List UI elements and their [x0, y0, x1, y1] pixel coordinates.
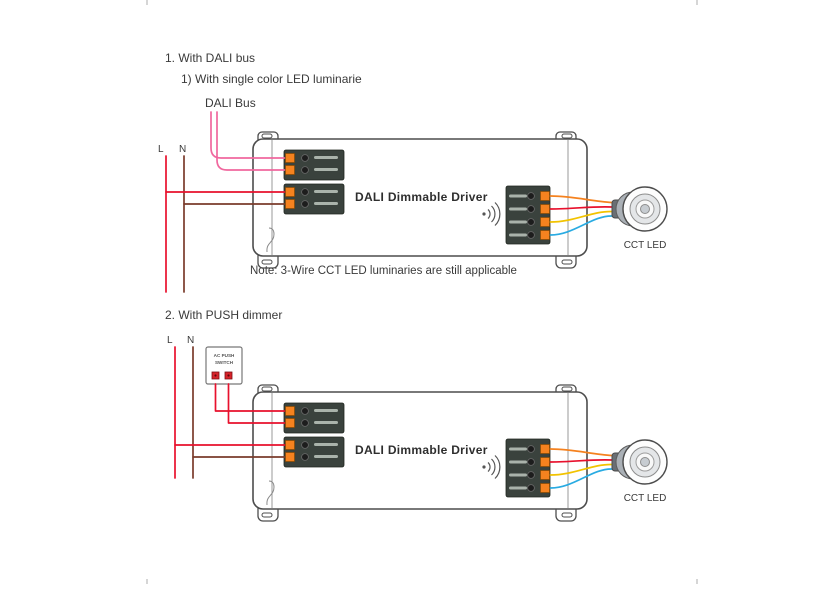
section1-title: 1. With DALI bus: [165, 51, 255, 65]
section-dali-bus: 1. With DALI bus 1) With single color LE…: [158, 51, 668, 293]
output-wire-red-2: [549, 458, 613, 463]
section-push-dimmer: 2. With PUSH dimmer L N AC PUSH SWITCH D…: [165, 308, 668, 522]
dali-wire-2: [216, 111, 286, 171]
cct-led-label-1: CCT LED: [624, 240, 667, 251]
output-wire-blue-2: [549, 468, 613, 489]
cct-led-2: [611, 439, 668, 485]
neutral-label-2: N: [187, 335, 194, 346]
push-switch: AC PUSH SWITCH: [205, 346, 243, 385]
output-wire-blue: [549, 215, 613, 236]
dali-wire-1: [210, 111, 286, 159]
live-label-2: L: [167, 335, 173, 346]
section2-title: 2. With PUSH dimmer: [165, 308, 282, 322]
output-wire-orange-2: [549, 448, 613, 457]
push-wire-2: [227, 383, 286, 424]
push-terminal-screw: [214, 374, 217, 377]
neutral-label: N: [179, 144, 186, 155]
output-wire-red: [549, 205, 613, 210]
output-wire-yellow: [549, 210, 613, 223]
push-terminal-screw: [227, 374, 230, 377]
push-switch-label-line2: SWITCH: [215, 360, 234, 365]
section1-subtitle: 1) With single color LED luminarie: [181, 72, 362, 86]
cct-led-label-2: CCT LED: [624, 493, 667, 504]
push-wire-1: [214, 383, 286, 412]
note-text: Note: 3-Wire CCT LED luminaries are stil…: [250, 265, 517, 277]
push-switch-label-line1: AC PUSH: [214, 353, 235, 358]
dali-bus-label: DALI Bus: [205, 96, 256, 110]
driver-label-1: DALI Dimmable Driver: [355, 190, 488, 204]
output-wire-orange: [549, 195, 613, 204]
output-wire-yellow-2: [549, 463, 613, 476]
cct-led-1: [611, 186, 668, 232]
driver-label-2: DALI Dimmable Driver: [355, 443, 488, 457]
live-label: L: [158, 144, 164, 155]
